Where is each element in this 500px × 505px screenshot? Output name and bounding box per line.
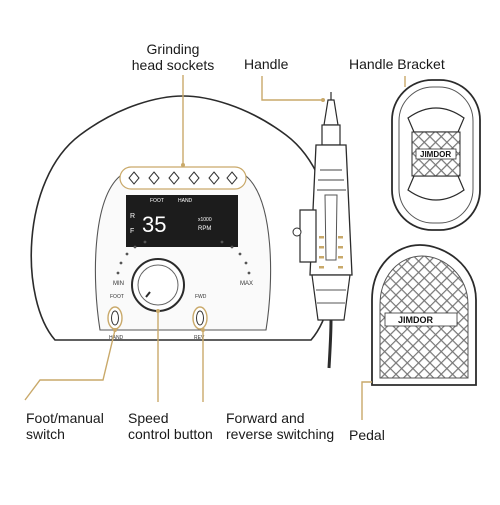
handle-collar <box>321 124 341 146</box>
pedal: JIMDOR <box>371 244 477 386</box>
callout-speed-line1: Speed <box>128 410 169 426</box>
unit-x1000: x1000 <box>198 217 212 223</box>
socket-1-icon <box>128 171 140 185</box>
callout-handle-bracket: Handle Bracket <box>349 56 445 72</box>
socket-6-icon <box>226 171 238 185</box>
left-toggle-bottom-label: HAND <box>109 335 124 341</box>
left-toggle-top-label: FOOT <box>110 294 124 300</box>
callout-handle: Handle <box>244 56 289 72</box>
bracket-brand: JIMDOR <box>420 150 451 159</box>
control-unit: FOOT HAND R F 35 x1000 RPM MIN MAX FOOT <box>30 95 336 341</box>
speed-control-knob[interactable] <box>131 258 185 312</box>
display-r-label: R <box>130 213 135 220</box>
display-hand-label: HAND <box>178 198 193 204</box>
handle-rear <box>311 274 351 321</box>
display-foot-label: FOOT <box>150 198 164 204</box>
leader-lines <box>24 75 406 420</box>
lcd-display: FOOT HAND R F 35 x1000 RPM <box>126 195 238 247</box>
leader-pedal <box>361 381 372 420</box>
callout-fwd-line1: Forward and <box>226 410 305 426</box>
handle-cable <box>327 319 333 369</box>
callout-forward-reverse: Forward and reverse switching <box>226 410 334 442</box>
leader-handle <box>261 76 323 101</box>
socket-4-icon <box>188 171 200 185</box>
callout-pedal: Pedal <box>349 427 385 443</box>
socket-3-icon <box>168 171 180 185</box>
max-label: MAX <box>240 281 253 287</box>
handle-holder-clip <box>299 209 317 263</box>
callout-fwd-line2: reverse switching <box>226 426 335 442</box>
callout-foot-manual-switch: Foot/manual switch <box>26 410 104 442</box>
min-label: MIN <box>113 281 124 287</box>
unit-rpm: RPM <box>198 226 211 232</box>
socket-2-icon <box>148 171 160 185</box>
pedal-brand: JIMDOR <box>398 315 434 325</box>
socket-5-icon <box>208 171 220 185</box>
leader-foot <box>24 329 116 401</box>
speed-indicator-dots <box>116 240 251 275</box>
callout-grinding-line2: head sockets <box>131 57 215 73</box>
speed-readout: 35 <box>142 212 166 237</box>
forward-reverse-toggle[interactable]: FWD REV <box>192 294 208 341</box>
handle-bracket: JIMDOR <box>391 79 481 231</box>
callout-foot-line2: switch <box>26 426 65 442</box>
grinding-head-sockets <box>119 166 247 190</box>
callout-speed-control-button: Speed control button <box>128 410 213 442</box>
callout-grinding-line1: Grinding <box>146 41 200 57</box>
display-f-label: F <box>130 228 134 235</box>
right-toggle-top-label: FWD <box>195 294 207 300</box>
callout-foot-line1: Foot/manual <box>26 410 104 426</box>
handle-tip <box>323 99 339 126</box>
right-toggle-bottom-label: REV <box>194 335 205 341</box>
callout-grinding-head-sockets: Grinding head sockets <box>118 41 228 73</box>
handle <box>292 92 353 369</box>
callout-speed-line2: control button <box>128 426 213 442</box>
